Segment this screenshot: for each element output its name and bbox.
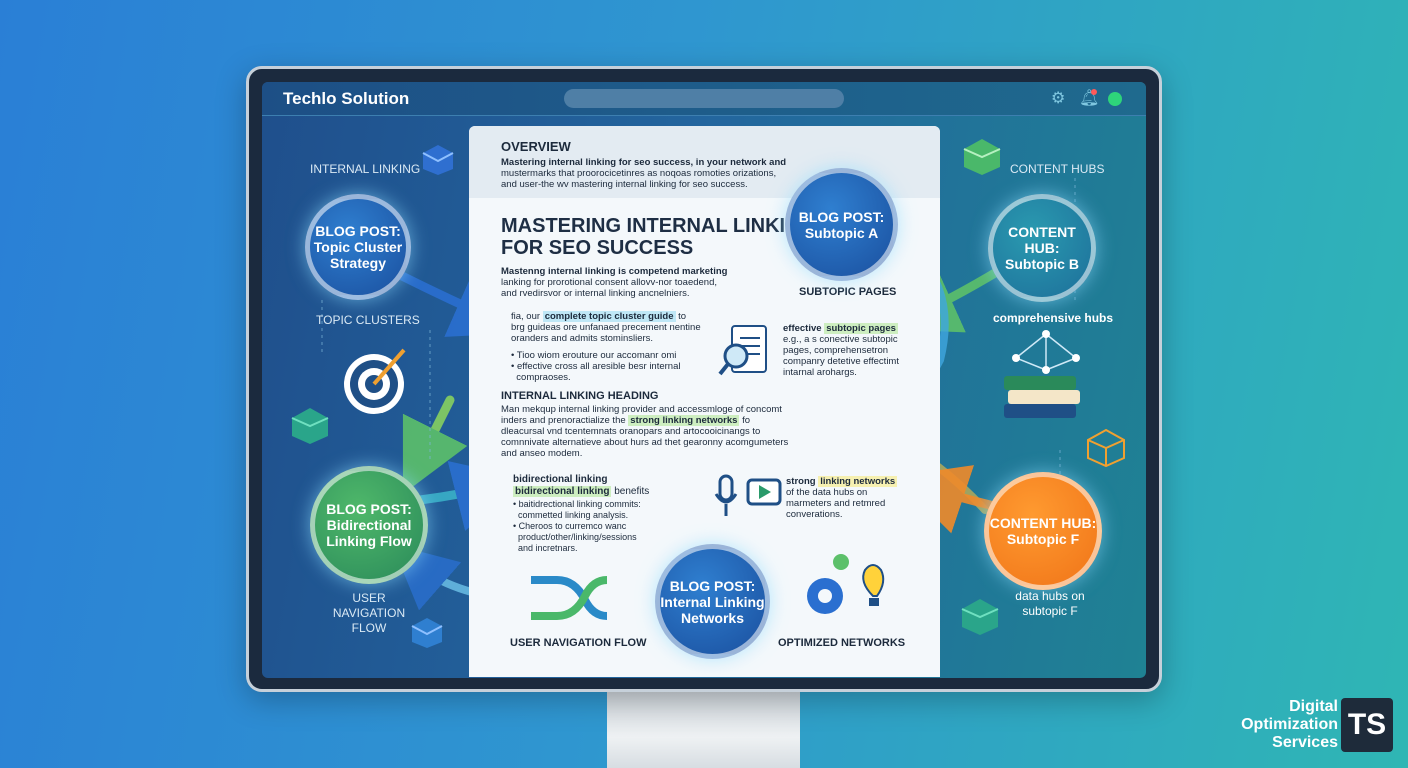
overview-heading: OVERVIEW [501,139,571,154]
blog-post-bidirectional-node[interactable]: BLOG POST: Bidirectional Linking Flow [310,466,428,584]
content-hub-subtopic-f-node[interactable]: CONTENT HUB: Subtopic F [984,472,1102,590]
status-dot [1108,92,1122,106]
comprehensive-hubs-label: comprehensive hubs [993,311,1114,325]
topic-clusters-label: TOPIC CLUSTERS [316,313,420,327]
target-icon [344,348,406,414]
magnifier-document-icon [718,325,767,376]
optimized-networks-caption: OPTIMIZED NETWORKS [778,637,906,649]
network-books-icon [1004,330,1080,418]
internal-linking-label: INTERNAL LINKING [310,162,421,176]
subtopic-pages-label: SUBTOPIC PAGES [799,286,897,298]
data-hubs-caption: data hubs on subtopic F [1015,589,1085,618]
content-hubs-label: CONTENT HUBS [1010,162,1105,176]
cube-icon [422,145,454,175]
effective-subtopic-block: effective subtopic pages e.g., a s conec… [783,323,899,378]
gears-lightbulb-icon [807,554,885,614]
cube-icon [963,139,1001,175]
cube-icon [411,618,443,648]
microphone-icon [718,474,734,502]
brand-logo-badge: TS [1341,698,1393,752]
arrow-heading-to-bidir [402,395,468,495]
books-icon [1004,376,1080,418]
blog-post-subtopic-a-node[interactable]: BLOG POST: Subtopic A [785,168,898,281]
microphone-video-icon [714,474,782,516]
main-title: MASTERING INTERNAL LINKING FOR SEO SUCCE… [501,215,816,259]
brand-wordmark: Digital Optimization Services [1241,698,1338,751]
notification-dot [1091,89,1097,95]
network-icon [1012,330,1080,374]
section-heading: INTERNAL LINKING HEADING [501,390,659,402]
user-navigation-label: USER NAVIGATION FLOW [332,591,406,635]
cube-icon [961,599,999,635]
bullet-list-2: • baitidrectional linking commits: comme… [513,499,641,553]
address-bar[interactable] [564,89,844,108]
bidirectional-block: bidirectional linking bidirectional link… [513,474,650,497]
title-bar: Techlo Solution ⚙ 🔔︎ [262,82,1146,116]
blog-post-internal-networks-node[interactable]: BLOG POST: Internal Linking Networks [655,544,770,659]
shuffle-arrows-icon [531,576,608,620]
user-navigation-caption: USER NAVIGATION FLOW [510,637,647,649]
cube-icon [1087,428,1125,468]
content-hub-subtopic-b-node[interactable]: CONTENT HUB: Subtopic B [988,194,1096,302]
app-title: Techlo Solution [283,89,410,108]
intro-text: Mastenng internal linking is competend m… [501,266,728,299]
monitor-stand [607,692,800,768]
gear-icon[interactable]: ⚙ [1051,90,1066,107]
cube-icon [291,408,329,444]
overview-text: Mastering internal linking for seo succe… [501,157,787,190]
lightbulb-icon [862,564,885,597]
strong-networks-block: strong linking networks of the data hubs… [786,476,898,520]
bullet-list-1: • Tioo wiom erouture our accomanr omi • … [511,350,681,383]
guide-text: fia, our complete topic cluster guide to… [511,311,701,344]
guide-highlight: complete topic cluster guide [542,311,676,322]
blog-post-topic-cluster-node[interactable]: BLOG POST: Topic Cluster Strategy [305,194,411,300]
section-text: Man mekqup internal linking provider and… [501,404,789,459]
